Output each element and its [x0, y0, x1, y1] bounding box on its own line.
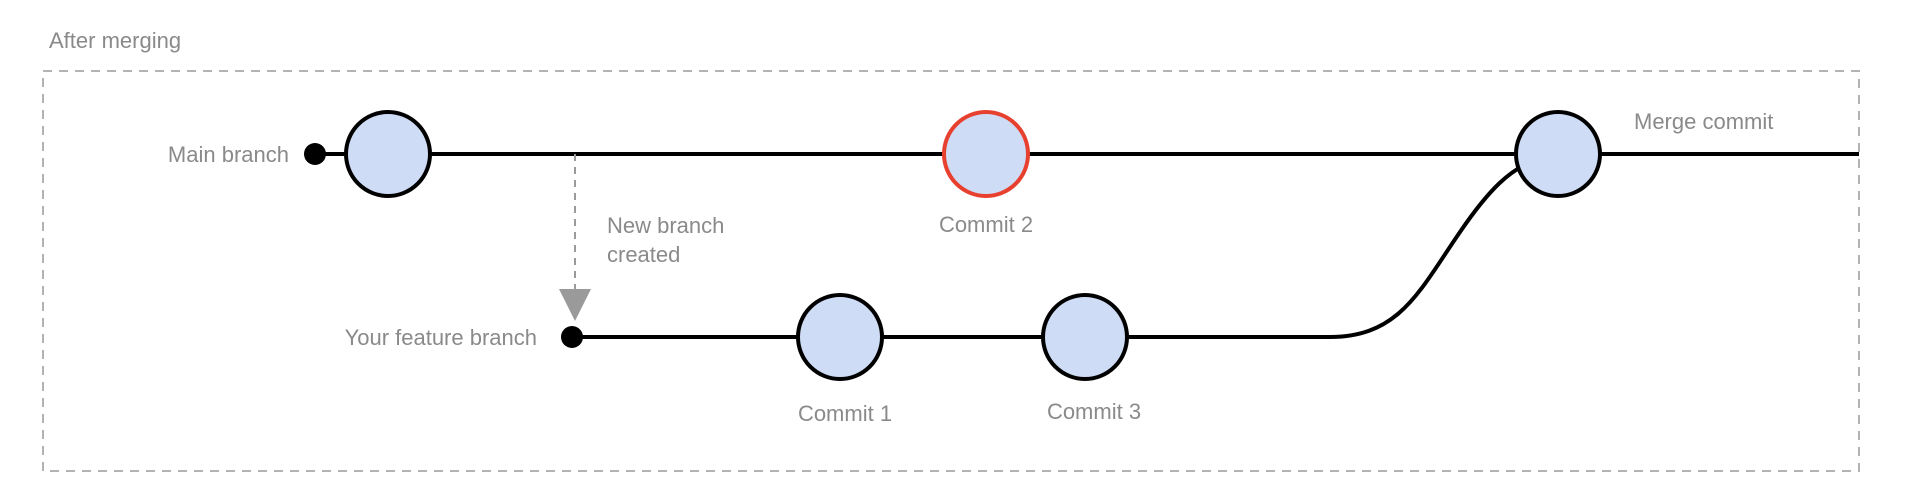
commit-node-merge — [1514, 110, 1602, 198]
commit-node-commit-2 — [942, 110, 1030, 198]
commit-node-commit-3 — [1041, 293, 1129, 381]
commit-node-commit-1 — [796, 293, 884, 381]
diagram-frame — [42, 70, 1860, 472]
new-branch-label-line2: created — [607, 242, 680, 267]
commit-node-main-initial — [344, 110, 432, 198]
feature-branch-start-dot — [561, 326, 583, 348]
main-branch-start-dot — [304, 143, 326, 165]
feature-branch-line — [572, 158, 1536, 339]
commit-3-label: Commit 3 — [1047, 399, 1141, 424]
main-branch-label: Main branch — [168, 142, 289, 167]
commit-2-label: Commit 2 — [939, 212, 1033, 237]
feature-branch-label: Your feature branch — [345, 325, 537, 350]
merge-commit-label: Merge commit — [1634, 109, 1773, 134]
commit-1-label: Commit 1 — [798, 401, 892, 426]
diagram-title: After merging — [49, 28, 181, 53]
new-branch-label-line1: New branch — [607, 213, 724, 238]
